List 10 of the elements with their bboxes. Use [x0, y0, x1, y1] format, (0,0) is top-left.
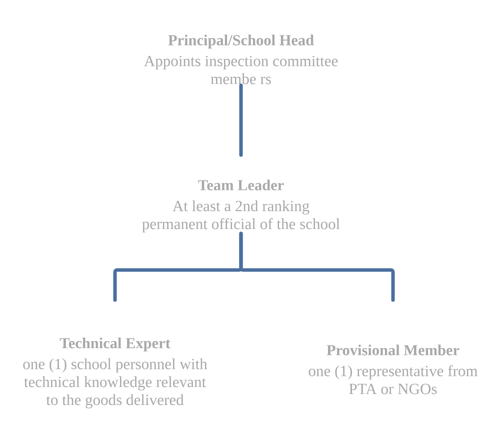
- role-description: one (1) school personnel with technical knowledge relevant to the goods delivered: [23, 358, 208, 408]
- role-title: Technical Expert: [60, 338, 170, 352]
- role-title: Team Leader: [198, 180, 284, 190]
- role-description: At least a 2nd ranking permanent official of the school: [142, 200, 340, 232]
- connector-line: [239, 84, 243, 157]
- role-title: Provisional Member: [326, 344, 460, 356]
- role-description: Appoints inspection committee membe rs: [144, 56, 338, 84]
- role-title: Principal/School Head: [168, 34, 314, 48]
- connector-line: [239, 232, 395, 302]
- role-description: one (1) representative from PTA or NGOs: [308, 365, 478, 394]
